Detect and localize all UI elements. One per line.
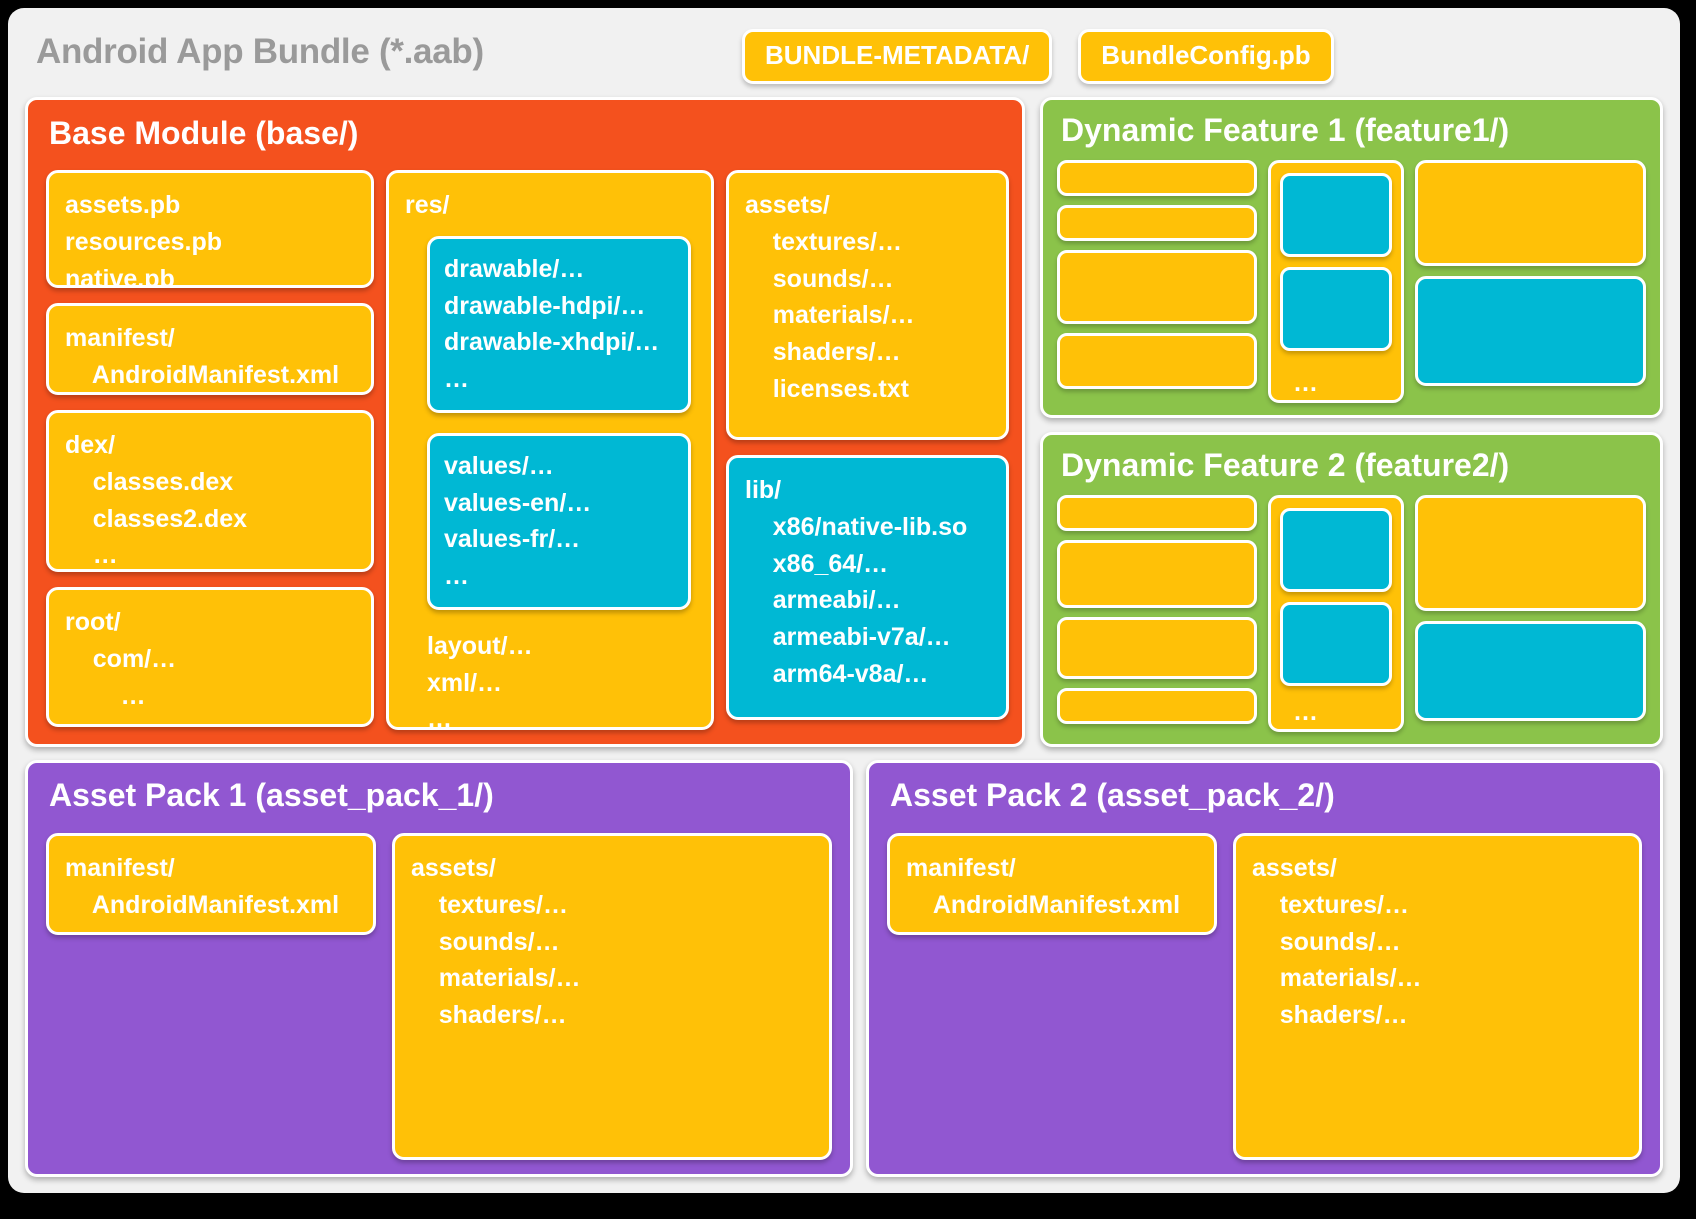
asset-pack-2-manifest-text: manifest/ AndroidManifest.xml — [906, 854, 1181, 919]
bundle-metadata-badges: BUNDLE-METADATA/ BundleConfig.pb — [742, 29, 1334, 85]
lib-text: lib/ x86/native-lib.so x86_64/… armeabi/… — [745, 476, 968, 688]
asset-pack-2-assets-text: assets/ textures/… sounds/… materials/… … — [1252, 854, 1422, 1029]
asset-pack-1-manifest-text: manifest/ AndroidManifest.xml — [65, 854, 340, 919]
base-manifest-text: manifest/ AndroidManifest.xml — [65, 324, 340, 389]
res-values-card[interactable]: values/… values-en/… values-fr/… … — [427, 432, 691, 610]
dynamic-feature-2-panel[interactable]: Dynamic Feature 2 (feature2/) … — [1040, 432, 1663, 747]
feature-2-bar-4[interactable] — [1057, 688, 1257, 724]
asset-pack-2-panel[interactable]: Asset Pack 2 (asset_pack_2/) manifest/ A… — [866, 760, 1663, 1177]
feature-1-bar-column — [1057, 160, 1257, 403]
feature-2-res-ellipsis: … — [1293, 698, 1318, 726]
asset-pack-1-panel[interactable]: Asset Pack 1 (asset_pack_1/) manifest/ A… — [25, 760, 853, 1177]
dex-card[interactable]: dex/ classes.dex classes2.dex … — [46, 410, 374, 572]
feature-2-res-sub-1[interactable] — [1280, 508, 1392, 592]
badge-bundle-config[interactable]: BundleConfig.pb — [1078, 29, 1334, 85]
base-module-panel[interactable]: Base Module (base/) assets.pb resources.… — [25, 97, 1025, 747]
asset-pack-2-manifest-card[interactable]: manifest/ AndroidManifest.xml — [887, 833, 1217, 935]
proto-files-text: assets.pb resources.pb native.pb — [65, 191, 223, 288]
base-module-column-a: assets.pb resources.pb native.pb manifes… — [46, 170, 374, 727]
feature-2-bar-2[interactable] — [1057, 540, 1257, 608]
asset-pack-1-assets-card[interactable]: assets/ textures/… sounds/… materials/… … — [392, 833, 832, 1160]
res-label: res/ — [405, 191, 450, 219]
page-title: Android App Bundle (*.aab) — [36, 32, 484, 71]
root-text: root/ com/… … — [65, 608, 177, 710]
res-values-text: values/… values-en/… values-fr/… … — [444, 451, 592, 590]
bundle-header: Android App Bundle (*.aab) BUNDLE-METADA… — [8, 8, 1680, 100]
feature-1-bar-3[interactable] — [1057, 250, 1257, 324]
feature-2-bar-column — [1057, 495, 1257, 732]
dynamic-feature-1-panel[interactable]: Dynamic Feature 1 (feature1/) … — [1040, 97, 1663, 418]
feature-2-res-card[interactable]: … — [1268, 495, 1404, 732]
feature-1-lib-card[interactable] — [1415, 276, 1646, 386]
asset-pack-2-assets-card[interactable]: assets/ textures/… sounds/… materials/… … — [1233, 833, 1642, 1160]
res-card[interactable]: res/ drawable/… drawable-hdpi/… drawable… — [386, 170, 714, 730]
feature-1-bar-1[interactable] — [1057, 160, 1257, 196]
dynamic-feature-2-body: … — [1057, 495, 1646, 732]
dex-text: dex/ classes.dex classes2.dex … — [65, 431, 248, 570]
base-module-column-b: res/ drawable/… drawable-hdpi/… drawable… — [386, 170, 714, 730]
feature-2-assets-card[interactable] — [1415, 495, 1646, 611]
feature-1-bar-2[interactable] — [1057, 205, 1257, 241]
app-bundle-frame: Android App Bundle (*.aab) BUNDLE-METADA… — [8, 8, 1680, 1193]
feature-1-res-ellipsis: … — [1293, 369, 1318, 397]
proto-files-card[interactable]: assets.pb resources.pb native.pb — [46, 170, 374, 288]
asset-pack-2-title: Asset Pack 2 (asset_pack_2/) — [890, 777, 1335, 813]
dynamic-feature-1-body: … — [1057, 160, 1646, 403]
feature-1-res-sub-2[interactable] — [1280, 267, 1392, 351]
asset-pack-1-manifest-card[interactable]: manifest/ AndroidManifest.xml — [46, 833, 376, 935]
asset-pack-2-body: manifest/ AndroidManifest.xml assets/ te… — [887, 833, 1642, 1160]
res-drawable-text: drawable/… drawable-hdpi/… drawable-xhdp… — [444, 254, 660, 393]
base-manifest-card[interactable]: manifest/ AndroidManifest.xml — [46, 303, 374, 395]
base-assets-card[interactable]: assets/ textures/… sounds/… materials/… … — [726, 170, 1009, 440]
lib-card[interactable]: lib/ x86/native-lib.so x86_64/… armeabi/… — [726, 455, 1009, 720]
feature-1-assets-card[interactable] — [1415, 160, 1646, 266]
feature-2-res-sub-2[interactable] — [1280, 602, 1392, 686]
dynamic-feature-2-title: Dynamic Feature 2 (feature2/) — [1061, 447, 1510, 483]
base-module-title: Base Module (base/) — [49, 115, 359, 151]
base-assets-text: assets/ textures/… sounds/… materials/… … — [745, 191, 915, 403]
feature-2-right-column — [1415, 495, 1646, 732]
asset-pack-1-title: Asset Pack 1 (asset_pack_1/) — [49, 777, 494, 813]
feature-1-res-card[interactable]: … — [1268, 160, 1404, 403]
feature-1-bar-4[interactable] — [1057, 333, 1257, 389]
feature-1-right-column — [1415, 160, 1646, 403]
feature-2-bar-1[interactable] — [1057, 495, 1257, 531]
res-drawable-card[interactable]: drawable/… drawable-hdpi/… drawable-xhdp… — [427, 235, 691, 413]
badge-bundle-metadata[interactable]: BUNDLE-METADATA/ — [742, 29, 1053, 85]
asset-pack-1-assets-text: assets/ textures/… sounds/… materials/… … — [411, 854, 581, 1029]
base-module-column-c: assets/ textures/… sounds/… materials/… … — [726, 170, 1009, 720]
res-tail-text: layout/… xml/… … — [427, 631, 533, 730]
dynamic-feature-1-title: Dynamic Feature 1 (feature1/) — [1061, 112, 1510, 148]
asset-pack-1-body: manifest/ AndroidManifest.xml assets/ te… — [46, 833, 832, 1160]
feature-1-res-sub-1[interactable] — [1280, 173, 1392, 257]
feature-2-lib-card[interactable] — [1415, 621, 1646, 721]
root-card[interactable]: root/ com/… … — [46, 587, 374, 727]
feature-2-bar-3[interactable] — [1057, 617, 1257, 679]
